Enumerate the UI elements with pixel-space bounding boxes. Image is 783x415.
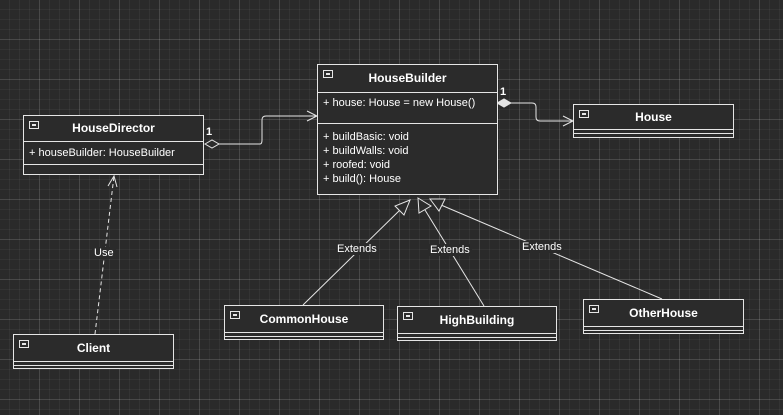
methods-compartment: [574, 133, 733, 134]
class-header: HouseBuilder: [318, 65, 497, 92]
methods-compartment: [584, 330, 743, 331]
edge-director-builder[interactable]: [203, 110, 319, 149]
class-name: CommonHouse: [259, 312, 349, 326]
methods-compartment: + buildBasic: void + buildWalls: void + …: [318, 123, 497, 186]
attributes-compartment: [574, 129, 733, 130]
collapse-toggle-icon[interactable]: [29, 121, 39, 129]
collapse-toggle-icon[interactable]: [19, 340, 29, 348]
class-header: HighBuilding: [398, 307, 556, 333]
method-row: + build(): House: [323, 173, 401, 185]
use-label: Use: [92, 247, 116, 259]
edge-builder-house[interactable]: [495, 98, 575, 127]
class-header: HouseDirector: [24, 116, 203, 141]
class-common-house[interactable]: CommonHouse: [224, 305, 384, 340]
method-row: + buildBasic: void: [323, 131, 409, 143]
class-name: HouseDirector: [72, 121, 155, 135]
edge-common-builder[interactable]: [302, 199, 411, 306]
methods-compartment: [225, 336, 383, 337]
open-arrowhead: [107, 174, 118, 188]
attributes-compartment: [225, 332, 383, 333]
attributes-compartment: + house: House = new House(): [318, 92, 497, 123]
collapse-toggle-icon[interactable]: [589, 305, 599, 313]
class-header: CommonHouse: [225, 306, 383, 332]
class-client[interactable]: Client: [13, 334, 174, 369]
class-header: Client: [14, 335, 173, 361]
extends-label-other: Extends: [520, 241, 564, 253]
method-row: + buildWalls: void: [323, 145, 409, 157]
extends-label-high: Extends: [428, 244, 472, 256]
attribute-row: + houseBuilder: HouseBuilder: [29, 147, 175, 159]
class-high-building[interactable]: HighBuilding: [397, 306, 557, 341]
attribute-row: + house: House = new House(): [323, 97, 476, 109]
class-name: HighBuilding: [439, 313, 515, 327]
class-header: House: [574, 105, 733, 129]
collapse-toggle-icon[interactable]: [579, 110, 589, 118]
attributes-compartment: + houseBuilder: HouseBuilder: [24, 141, 203, 161]
class-header: OtherHouse: [584, 300, 743, 326]
multiplicity-builder-house: 1: [500, 86, 507, 98]
class-name: House: [635, 110, 672, 124]
generalization-triangle: [417, 197, 432, 214]
edge-high-builder[interactable]: [417, 197, 485, 307]
class-house[interactable]: House: [573, 104, 734, 138]
attributes-compartment: [398, 333, 556, 334]
aggregation-diamond: [203, 139, 221, 149]
methods-compartment: [24, 164, 203, 165]
class-name: Client: [76, 341, 111, 355]
collapse-toggle-icon[interactable]: [230, 311, 240, 319]
collapse-toggle-icon[interactable]: [403, 312, 413, 320]
generalization-triangle: [394, 199, 411, 216]
attributes-compartment: [14, 361, 173, 362]
generalization-triangle: [429, 198, 446, 212]
methods-compartment: [14, 365, 173, 366]
collapse-toggle-icon[interactable]: [323, 70, 333, 78]
composition-diamond: [495, 98, 513, 108]
class-house-director[interactable]: HouseDirector + houseBuilder: HouseBuild…: [23, 115, 204, 175]
class-name: HouseBuilder: [368, 71, 447, 85]
attributes-compartment: [584, 326, 743, 327]
class-name: OtherHouse: [629, 306, 698, 320]
extends-label-common: Extends: [335, 243, 379, 255]
multiplicity-director-builder: 1: [206, 126, 213, 138]
method-row: + roofed: void: [323, 159, 390, 171]
class-other-house[interactable]: OtherHouse: [583, 299, 744, 334]
class-house-builder[interactable]: HouseBuilder + house: House = new House(…: [317, 64, 498, 195]
methods-compartment: [398, 337, 556, 338]
